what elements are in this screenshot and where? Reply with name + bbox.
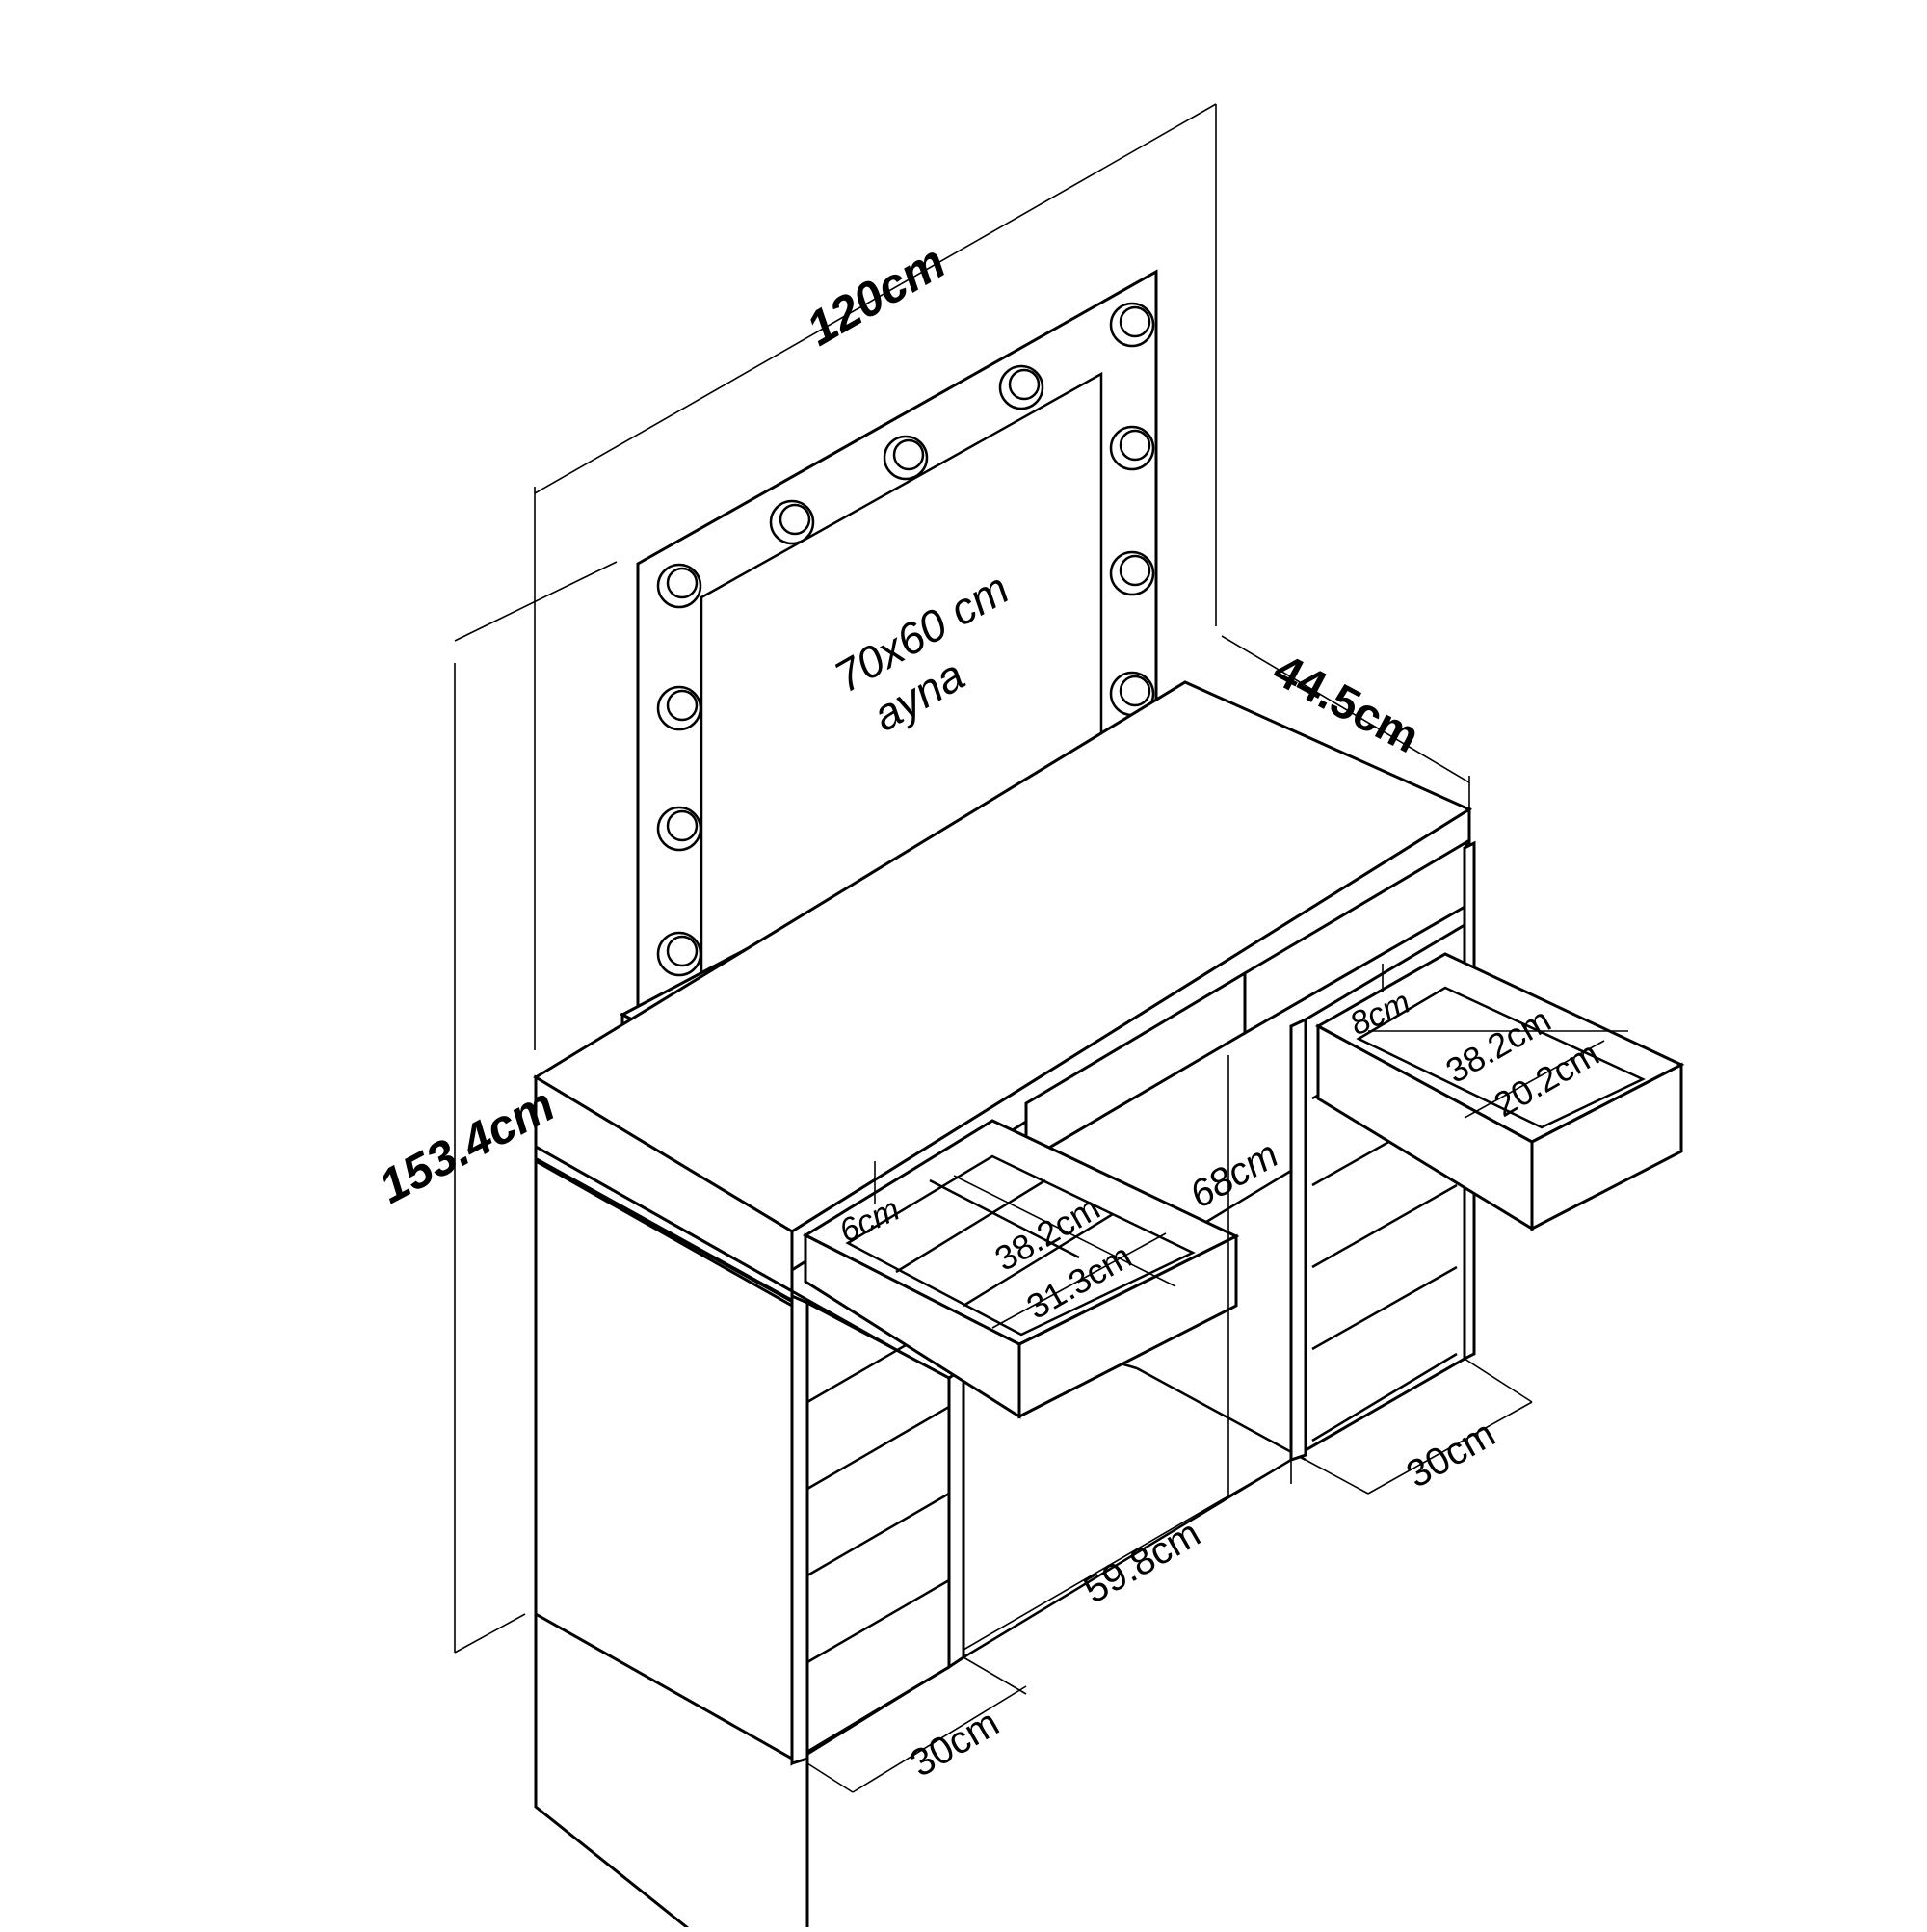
bulb-icon	[656, 563, 702, 609]
label-knee-width: 59.8cm	[1077, 1512, 1208, 1612]
bulb-icon	[656, 806, 702, 852]
label-left-cabinet-width: 30cm	[904, 1702, 1007, 1786]
right-open-drawer	[1314, 952, 1685, 1231]
drawer-front-open	[1017, 1233, 1238, 1419]
bulb-icon	[769, 499, 815, 545]
bulb-icon	[1109, 550, 1155, 596]
bulb-icon	[1109, 425, 1155, 471]
label-total-width: 120cm	[798, 234, 955, 356]
bulb-icon	[1109, 671, 1155, 717]
bulb-icon	[1109, 302, 1155, 348]
right-cabinet-edge	[1289, 1017, 1307, 1463]
mirror-bulbs	[656, 302, 1155, 977]
bulb-icon	[656, 685, 702, 731]
bulb-icon	[656, 931, 702, 977]
left-open-drawer	[802, 1119, 1240, 1419]
label-total-height: 153.4cm	[370, 1077, 564, 1214]
drawer-front-open	[1530, 1062, 1683, 1231]
bulb-icon	[998, 364, 1044, 410]
label-right-cabinet-width: 30cm	[1400, 1413, 1503, 1496]
dimension-lines	[454, 103, 1628, 1793]
bulb-icon	[883, 435, 929, 481]
